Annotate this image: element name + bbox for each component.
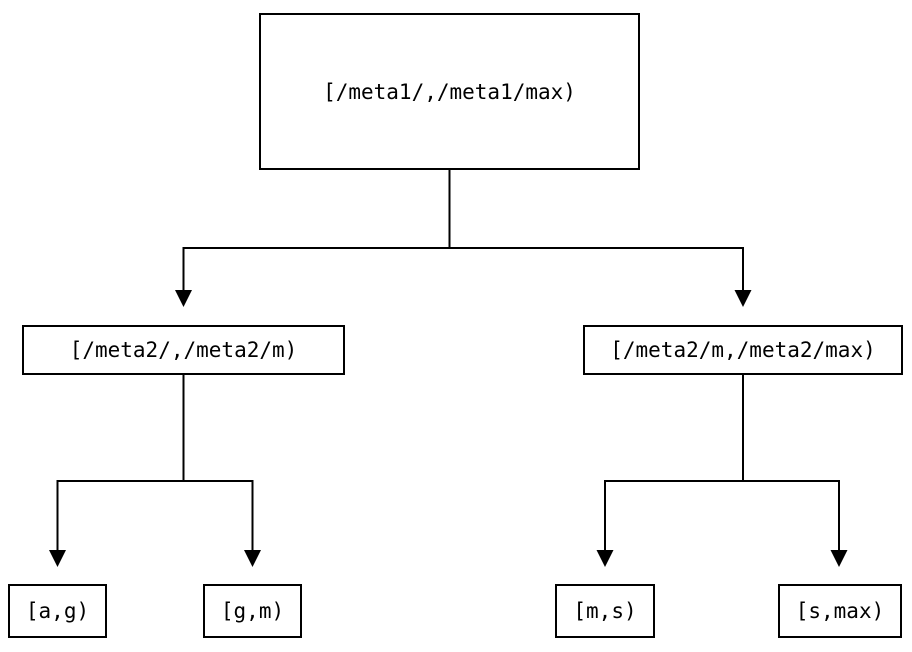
- leaf-node-m-s: [m,s): [555, 584, 655, 638]
- node-meta2-lower-interval: [/meta2/,/meta2/m): [22, 325, 345, 375]
- edge-right-rail: [604, 480, 840, 551]
- arrowheads: [49, 290, 848, 567]
- leaf-node-s-max: [s,max): [778, 584, 902, 638]
- node-root-interval: [/meta1/,/meta1/max): [259, 13, 640, 170]
- edge-root-rail: [182, 247, 744, 291]
- arrowhead-to-left-node: [175, 290, 192, 307]
- edge-left-rail: [56, 480, 254, 551]
- node-meta2-upper-interval: [/meta2/m,/meta2/max): [583, 325, 903, 375]
- arrowhead-to-leaf-ms: [596, 550, 614, 567]
- arrowhead-to-leaf-gm: [244, 550, 261, 567]
- arrowhead-to-leaf-smax: [830, 550, 848, 567]
- leaf-node-a-g: [a,g): [8, 584, 107, 638]
- arrowhead-to-leaf-ag: [49, 550, 66, 567]
- arrowhead-to-right-node: [734, 290, 752, 307]
- connector-lines: [56, 170, 840, 551]
- leaf-node-g-m: [g,m): [203, 584, 302, 638]
